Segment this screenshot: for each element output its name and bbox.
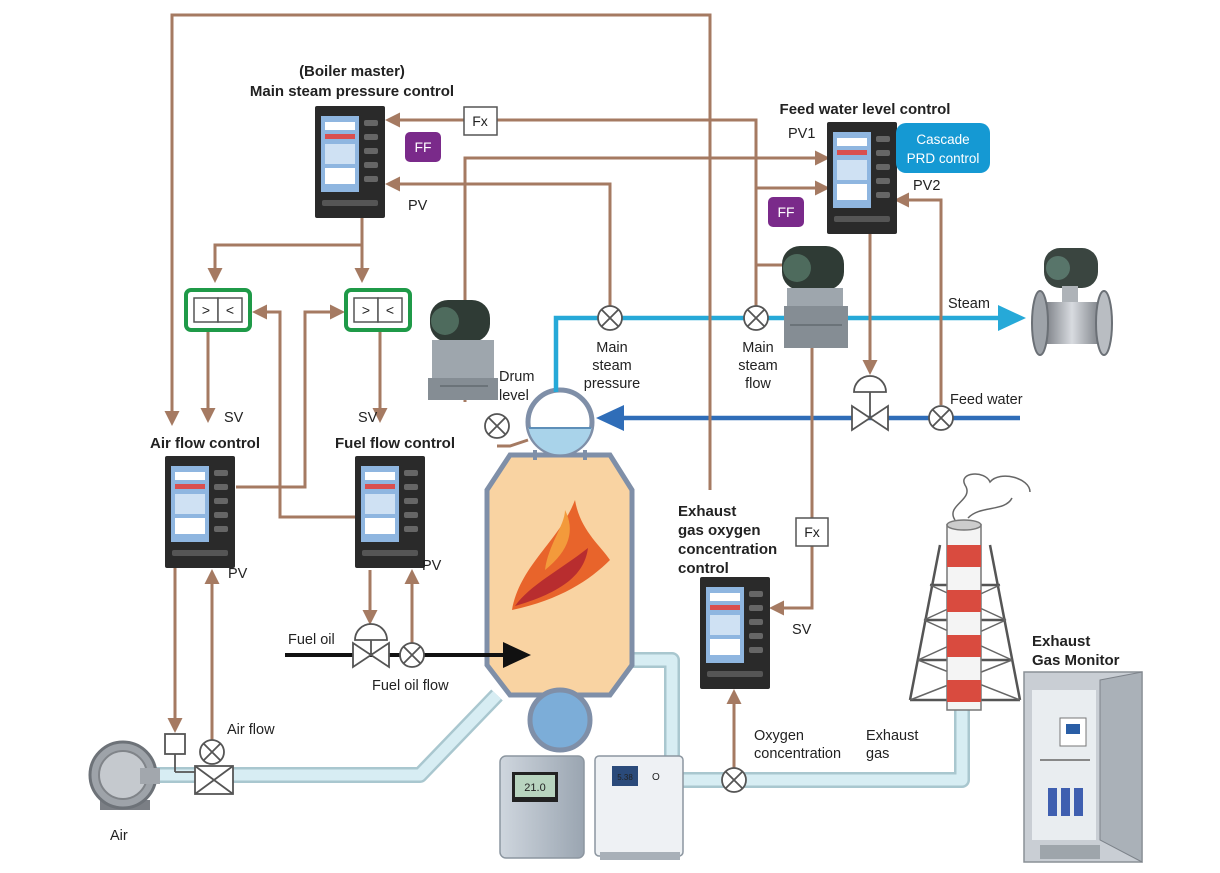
- sensor-main-steam-pressure-icon: [597, 305, 623, 331]
- fuel-selector-low: <: [386, 302, 394, 318]
- air-flow-label: Air flow: [227, 722, 275, 738]
- ff-badge-boiler-master: FF: [405, 132, 441, 162]
- sv-label-fuel-flow: SV: [358, 410, 378, 426]
- fuel-selector-high: >: [362, 302, 370, 318]
- fx-label: Fx: [804, 524, 820, 540]
- converter-display-value: 5.38: [617, 773, 633, 782]
- chimney-stack: [908, 473, 1031, 711]
- drum-level-label-line2: level: [499, 388, 529, 404]
- air-selector[interactable]: > <: [184, 288, 252, 332]
- flame-icon: [512, 500, 610, 610]
- air-flow-controller[interactable]: [165, 456, 235, 568]
- boiler-master-controller[interactable]: [315, 106, 385, 218]
- steam-label: Steam: [948, 296, 990, 312]
- oxygen-converter-unit[interactable]: 5.38 O: [594, 755, 684, 860]
- exhaust-monitor-title-line2: Gas Monitor: [1032, 652, 1120, 669]
- fuel-oil-flow-label: Fuel oil flow: [372, 678, 449, 694]
- air-label: Air: [110, 828, 128, 844]
- sensor-feed-water-flow-icon: [928, 405, 954, 431]
- main-steam-flow-label-line1: Main: [742, 340, 773, 356]
- main-steam-flow-label-line3: flow: [745, 376, 771, 392]
- ff-label: FF: [414, 139, 431, 155]
- analyzer-display-value: 21.0: [524, 782, 545, 794]
- sensor-fuel-oil-flow-icon: [399, 642, 425, 668]
- feed-water-line: [596, 405, 1020, 431]
- air-duct: [150, 689, 503, 783]
- exhaust-gas-monitor-cabinet[interactable]: [1023, 671, 1143, 863]
- sensor-oxygen-icon: [721, 767, 747, 793]
- oxygen-concentration-label-line2: concentration: [754, 746, 841, 762]
- main-steam-pressure-label-line3: pressure: [584, 376, 640, 392]
- air-damper-icon: [164, 733, 234, 795]
- sv-label-oxygen: SV: [792, 622, 812, 638]
- cascade-label-line2: PRD control: [907, 151, 980, 166]
- smoke-icon: [952, 473, 1031, 521]
- oxygen-concentration-label-line1: Oxygen: [754, 728, 804, 744]
- steam-line: [553, 305, 1026, 392]
- air-flow-title: Air flow control: [150, 435, 260, 452]
- ff-badge-feed-water: FF: [768, 197, 804, 227]
- pv-label-air-flow: PV: [228, 566, 248, 582]
- fuel-oil-line: [285, 642, 531, 668]
- ff-label: FF: [777, 204, 794, 220]
- boiler: [484, 387, 635, 753]
- exhaust-oxygen-title-line1: Exhaust: [678, 503, 736, 520]
- exhaust-gas-label-line1: Exhaust: [866, 728, 918, 744]
- boiler-master-title-line2: Main steam pressure control: [250, 83, 454, 100]
- fuel-oil-valve-icon: [352, 623, 390, 669]
- fx-label: Fx: [472, 113, 488, 129]
- pv-label-boiler-master: PV: [408, 198, 428, 214]
- vortex-flowmeter-icon: [1031, 248, 1113, 356]
- exhaust-oxygen-title-line4: control: [678, 560, 729, 577]
- drum-level-transmitter-icon: [428, 300, 498, 400]
- drum-level-label-line1: Drum: [499, 369, 534, 385]
- main-steam-pressure-label-line1: Main: [596, 340, 627, 356]
- sensor-main-steam-flow-icon: [743, 305, 769, 331]
- boiler-master-title-line1: (Boiler master): [299, 63, 405, 80]
- cascade-badge: Cascade PRD control: [896, 123, 990, 173]
- fuel-flow-controller[interactable]: [355, 456, 425, 568]
- main-steam-pressure-label-line2: steam: [592, 358, 632, 374]
- air-selector-low: <: [226, 302, 234, 318]
- fuel-flow-title: Fuel flow control: [335, 435, 455, 452]
- sensor-air-flow-icon: [199, 739, 225, 765]
- pv1-label: PV1: [788, 126, 815, 142]
- pv2-label: PV2: [913, 178, 940, 194]
- fuel-selector[interactable]: > <: [344, 288, 412, 332]
- mud-drum: [527, 687, 593, 753]
- feed-water-title: Feed water level control: [780, 101, 951, 118]
- exhaust-monitor-title-line1: Exhaust: [1032, 633, 1090, 650]
- steam-flow-transmitter-icon: [782, 246, 848, 348]
- sv-label-air-flow: SV: [224, 410, 244, 426]
- fx-box-oxygen[interactable]: Fx: [795, 517, 829, 547]
- pv-label-fuel-flow: PV: [422, 558, 442, 574]
- sensor-drum-level-icon: [484, 413, 510, 439]
- exhaust-oxygen-title-line3: concentration: [678, 541, 777, 558]
- feed-water-level-controller[interactable]: [827, 122, 897, 234]
- exhaust-oxygen-controller[interactable]: [700, 577, 770, 689]
- exhaust-oxygen-title-line2: gas oxygen: [678, 522, 761, 539]
- converter-brand: O: [652, 772, 660, 783]
- air-fan-icon: [88, 740, 160, 810]
- fx-box-boiler-master[interactable]: Fx: [463, 106, 498, 136]
- feed-water-valve-icon: [851, 375, 889, 432]
- steam-drum: [525, 387, 595, 457]
- cascade-label-line1: Cascade: [916, 132, 969, 147]
- main-steam-flow-label-line2: steam: [738, 358, 778, 374]
- exhaust-gas-label-line2: gas: [866, 746, 889, 762]
- air-selector-high: >: [202, 302, 210, 318]
- feed-water-label: Feed water: [950, 392, 1023, 408]
- fuel-oil-label: Fuel oil: [288, 632, 335, 648]
- oxygen-analyzer-unit[interactable]: 21.0: [499, 755, 585, 859]
